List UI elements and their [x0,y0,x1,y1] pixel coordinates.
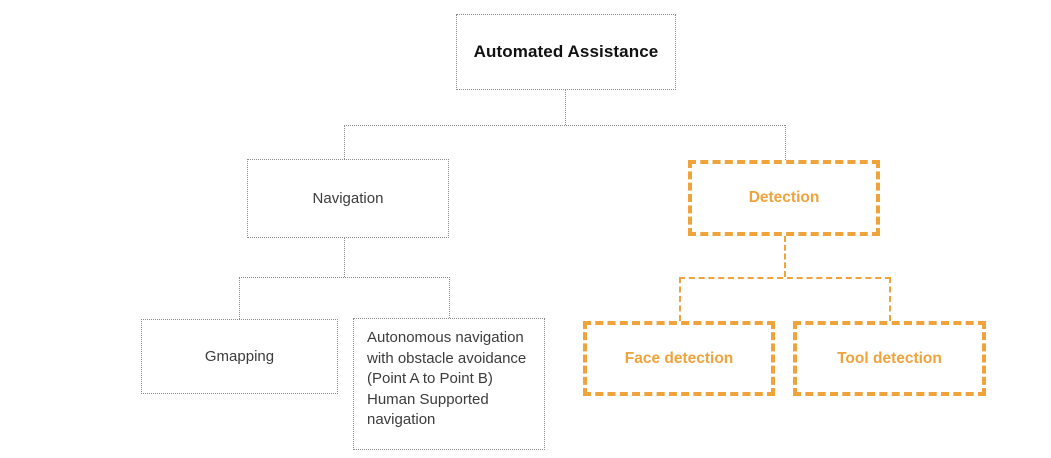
connector-root-down [565,90,566,125]
node-detection[interactable]: Detection [688,160,880,236]
connector-detection-down [784,236,786,277]
connector-down-navigation [344,125,345,159]
connector-down-tool-detection [889,277,891,321]
connector-down-navigation-details [449,277,450,318]
node-automated-assistance[interactable]: Automated Assistance [456,14,676,90]
node-face-detection-label: Face detection [624,349,734,367]
connector-navigation-bus [239,277,450,278]
node-tool-detection[interactable]: Tool detection [793,321,986,396]
node-automated-assistance-label: Automated Assistance [473,42,659,61]
node-face-detection[interactable]: Face detection [583,321,775,396]
node-detection-label: Detection [748,189,820,206]
connector-down-detection [785,125,786,160]
node-navigation[interactable]: Navigation [247,159,449,238]
connector-down-face-detection [679,277,681,321]
connector-navigation-down [344,238,345,277]
node-navigation-details[interactable]: Autonomous navigation with obstacle avoi… [353,318,545,450]
node-tool-detection-label: Tool detection [837,349,942,367]
connector-detection-bus [679,277,891,279]
node-gmapping-label: Gmapping [204,348,275,365]
connector-level2-bus [344,125,785,126]
node-navigation-label: Navigation [312,190,384,207]
node-gmapping[interactable]: Gmapping [141,319,338,394]
connector-down-gmapping [239,277,240,319]
